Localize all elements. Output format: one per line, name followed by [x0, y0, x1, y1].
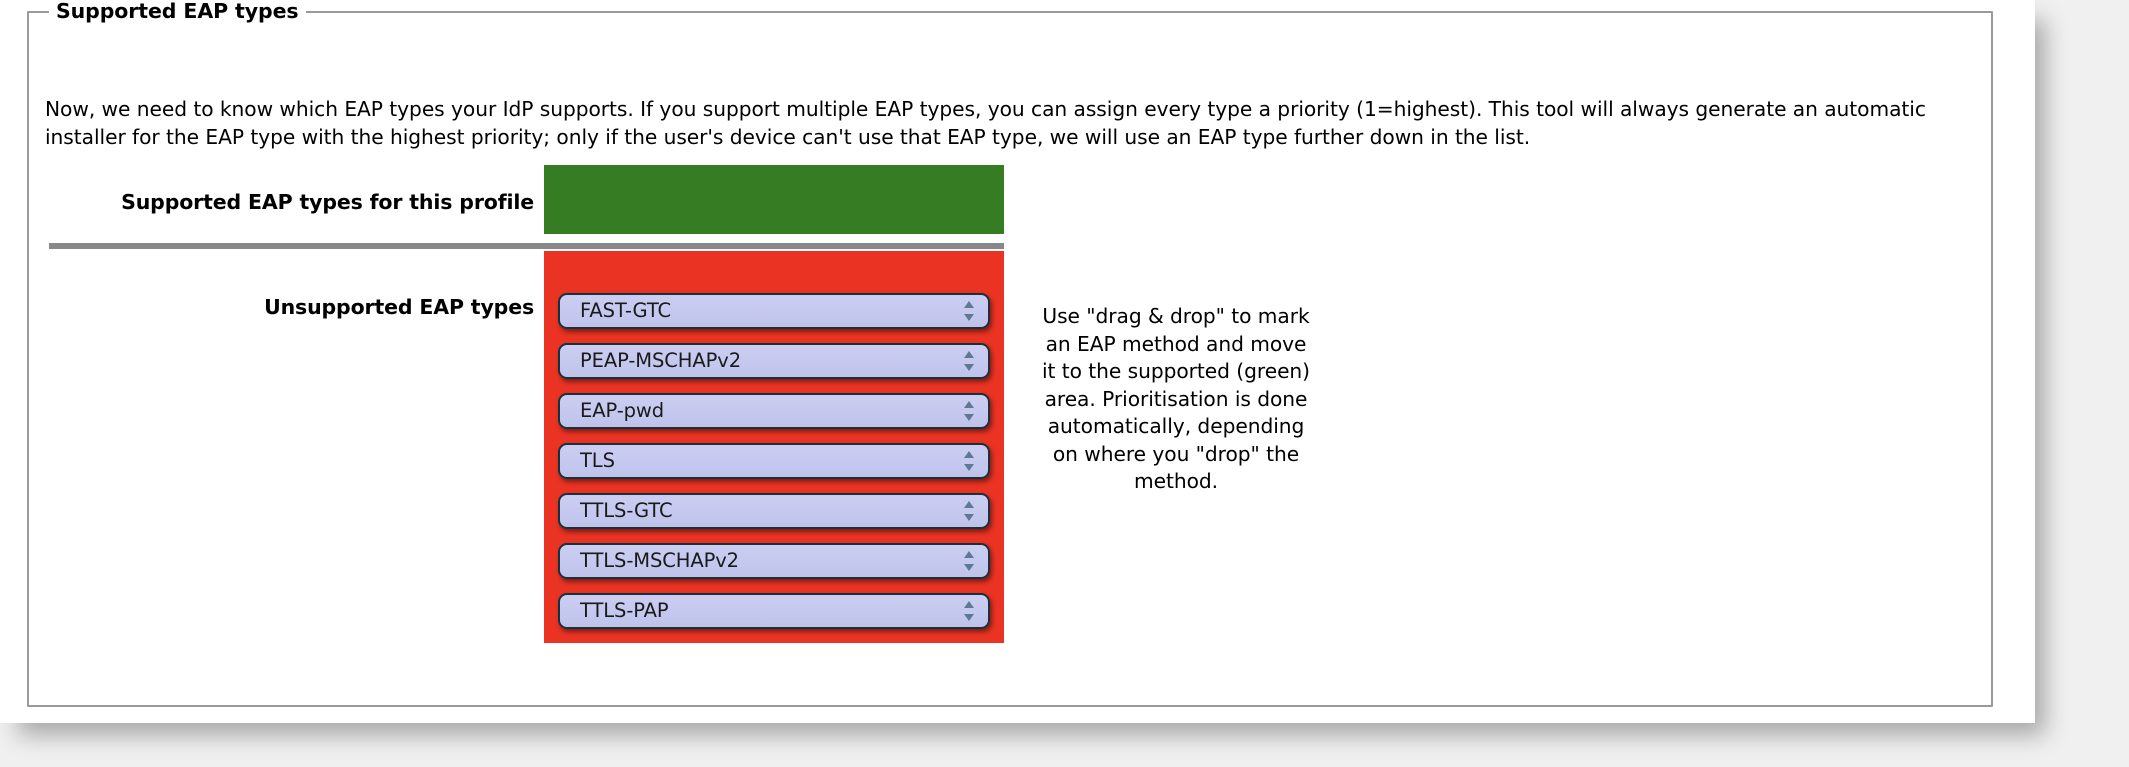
drag-handle-icon[interactable]	[962, 499, 976, 523]
eap-method-label: TTLS-MSCHAPv2	[580, 549, 739, 573]
supported-eap-types-fieldset: Supported EAP types Now, we need to know…	[27, 0, 1993, 707]
eap-method-label: PEAP-MSCHAPv2	[580, 349, 742, 373]
eap-method-item[interactable]: TTLS-GTC	[558, 493, 990, 529]
eap-method-item[interactable]: TLS	[558, 443, 990, 479]
intro-paragraph: Now, we need to know which EAP types you…	[45, 97, 1926, 150]
eap-method-item[interactable]: TTLS-PAP	[558, 593, 990, 629]
unsupported-eap-label: Unsupported EAP types	[264, 295, 534, 319]
eap-method-item[interactable]: FAST-GTC	[558, 293, 990, 329]
eap-method-item[interactable]: EAP-pwd	[558, 393, 990, 429]
drag-handle-icon[interactable]	[962, 399, 976, 423]
supported-eap-label: Supported EAP types for this profile	[121, 190, 534, 214]
drag-drop-hint-text: Use "drag & drop" to mark an EAP method …	[1041, 304, 1311, 493]
eap-method-item[interactable]: TTLS-MSCHAPv2	[558, 543, 990, 579]
page-sheet: Supported EAP types Now, we need to know…	[0, 0, 2035, 723]
eap-method-label: EAP-pwd	[580, 399, 665, 423]
fieldset-legend: Supported EAP types	[49, 0, 306, 23]
eap-method-label: TLS	[580, 449, 615, 473]
supported-eap-row: Supported EAP types for this profile	[29, 165, 1991, 235]
drag-handle-icon[interactable]	[962, 549, 976, 573]
eap-method-item[interactable]: PEAP-MSCHAPv2	[558, 343, 990, 379]
eap-method-label: FAST-GTC	[580, 299, 672, 323]
eap-method-label: TTLS-PAP	[580, 599, 669, 623]
drag-handle-icon[interactable]	[962, 599, 976, 623]
drag-handle-icon[interactable]	[962, 349, 976, 373]
section-divider	[49, 243, 1004, 249]
unsupported-eap-dropzone[interactable]: FAST-GTC PEAP-MSCHAPv2	[544, 251, 1004, 643]
eap-method-label: TTLS-GTC	[580, 499, 673, 523]
drag-handle-icon[interactable]	[962, 299, 976, 323]
drag-handle-icon[interactable]	[962, 449, 976, 473]
supported-eap-dropzone[interactable]	[544, 165, 1004, 234]
